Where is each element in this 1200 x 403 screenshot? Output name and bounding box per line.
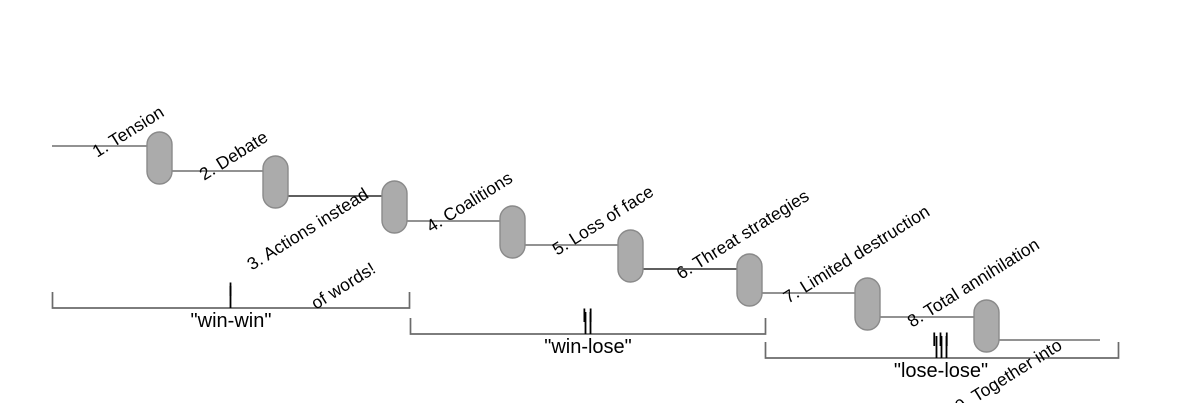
stage-pill-3 — [381, 180, 408, 234]
phase-roman-2: II — [581, 306, 595, 327]
phase-roman-3: III — [931, 330, 951, 351]
stage-pills — [146, 131, 1000, 353]
stage-pill-7 — [854, 277, 881, 331]
phase-bracket-2 — [409, 318, 767, 335]
stage-pill-1 — [146, 131, 173, 185]
stage-pill-4 — [499, 205, 526, 259]
tread-lines — [52, 145, 1100, 341]
phase-caption-1: "win-win" — [190, 310, 272, 332]
phase-caption-2: "win-lose" — [544, 336, 632, 358]
phase-brackets — [51, 286, 1120, 359]
stage-pill-5 — [617, 229, 644, 283]
stage-pill-2 — [262, 155, 289, 209]
phase-roman-1: I — [227, 280, 235, 301]
phase-caption-3: "lose-lose" — [893, 360, 989, 382]
stage-pill-8 — [973, 299, 1000, 353]
stage-pill-6 — [736, 253, 763, 307]
